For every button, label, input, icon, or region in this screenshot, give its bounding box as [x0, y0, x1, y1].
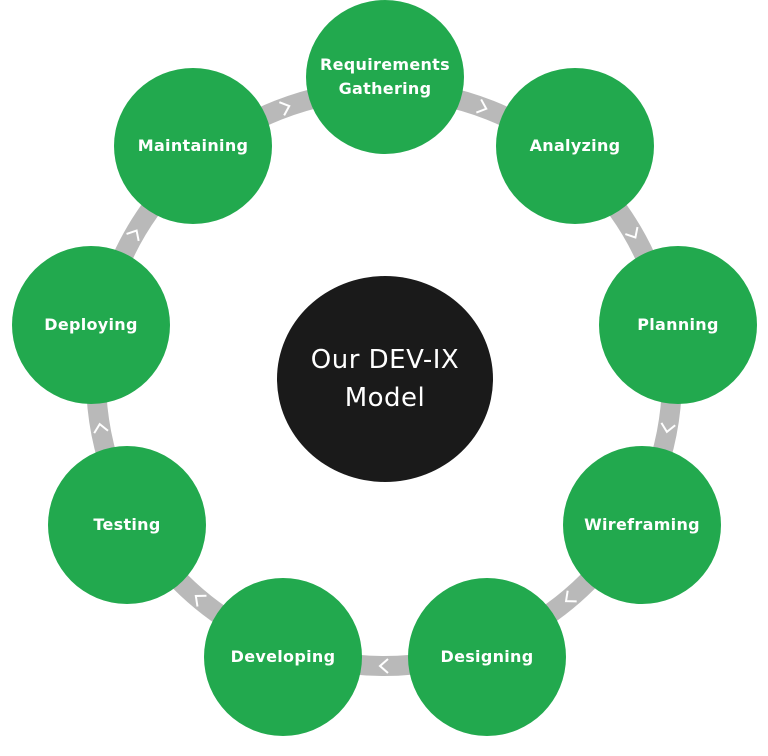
step-label: Developing [230, 647, 336, 666]
center-title: Our DEV-IX Model [310, 345, 460, 413]
step-designing: Designing [408, 578, 566, 736]
step-developing: Developing [204, 578, 362, 736]
step-label: Deploying [44, 315, 138, 334]
step-analyzing: Analyzing [496, 68, 654, 224]
step-label: Testing [93, 515, 161, 534]
step-label: Analyzing [529, 136, 621, 155]
chevron-arrow-icon [564, 590, 577, 603]
chevron-arrow-icon [378, 658, 389, 674]
chevron-arrow-icon [475, 98, 488, 114]
step-requirements-gathering: Requirements Gathering [306, 0, 464, 154]
chevron-arrow-icon [194, 594, 207, 607]
chevron-arrow-icon [126, 229, 140, 242]
step-wireframing: Wireframing [563, 446, 721, 604]
step-testing: Testing [48, 446, 206, 604]
step-label: Planning [637, 315, 719, 334]
chevron-arrow-icon [278, 101, 291, 116]
chevron-arrow-icon [93, 422, 109, 434]
chevron-arrow-icon [660, 422, 676, 434]
step-maintaining: Maintaining [114, 68, 272, 224]
step-label: Requirements Gathering [320, 55, 450, 98]
step-planning: Planning [599, 246, 757, 404]
center-hub: Our DEV-IX Model [277, 276, 493, 482]
chevron-arrow-icon [625, 226, 639, 239]
step-label: Designing [440, 647, 534, 666]
step-label: Maintaining [137, 136, 249, 155]
step-label: Wireframing [584, 515, 700, 534]
step-deploying: Deploying [12, 246, 170, 404]
cycle-arrows [93, 98, 676, 674]
